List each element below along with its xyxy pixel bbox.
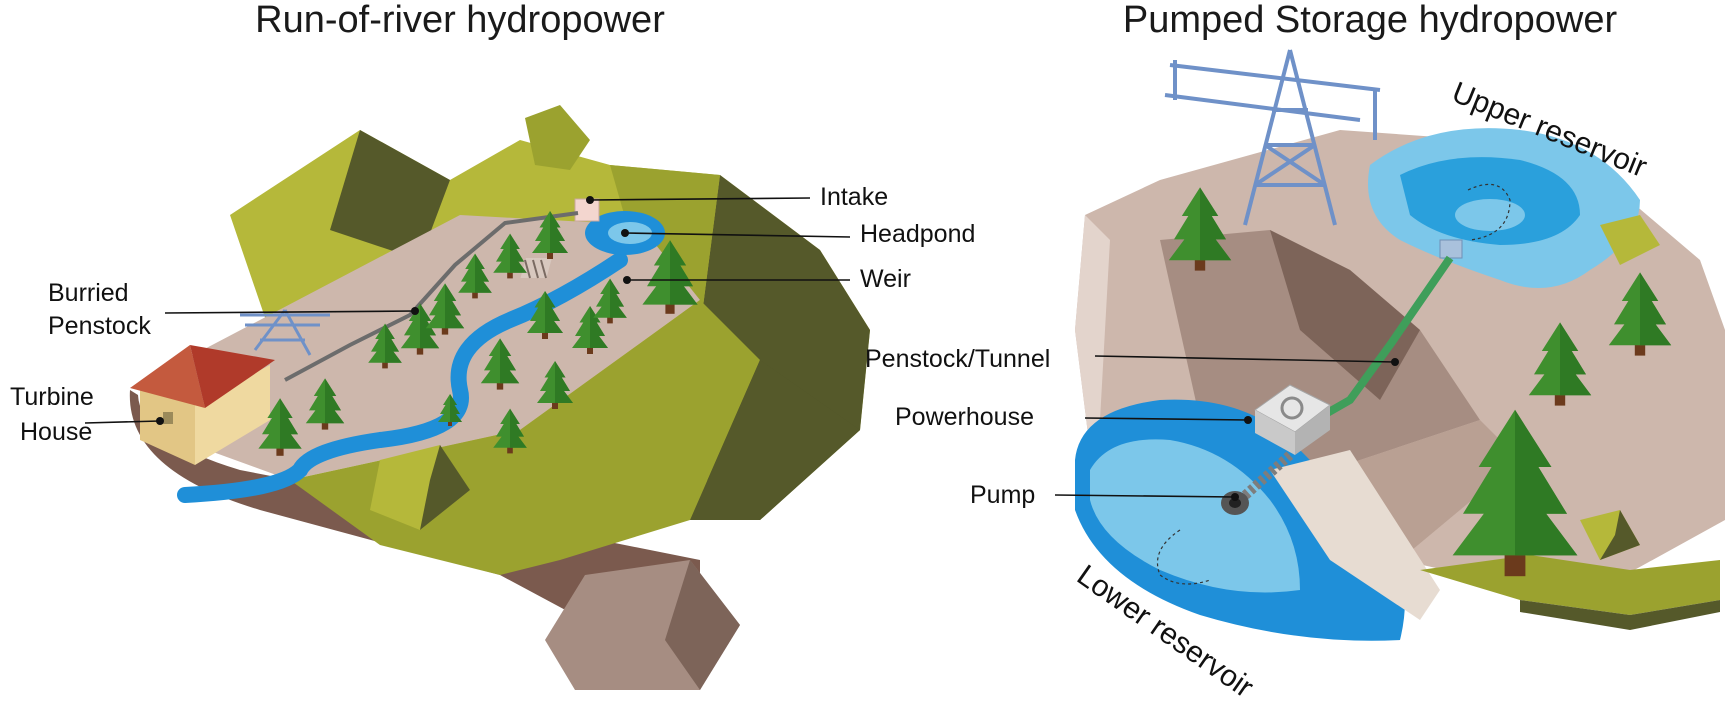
upper-intake-box [1439, 239, 1463, 259]
lower-reservoir-shallow [1090, 439, 1300, 593]
left-front-ridge-dark [690, 360, 860, 520]
label-headpond: Headpond [860, 220, 975, 248]
label-powerhouse: Powerhouse [895, 403, 1034, 431]
label-pump: Pump [970, 481, 1035, 509]
right-panel-title: Pumped Storage hydropower [1123, 0, 1618, 41]
pumped-storage-illustration [1075, 49, 1725, 641]
right-grass-ledge-side [1520, 600, 1720, 630]
powerhouse-building [1254, 384, 1331, 455]
right-green-cube [1600, 215, 1660, 265]
upper-flow-arrow [1467, 183, 1511, 241]
buried-penstock-pipe [284, 211, 579, 382]
weir-structure [520, 258, 552, 279]
right-mountain-left-face [1075, 215, 1110, 450]
label-intake: Intake [820, 183, 888, 211]
label-turbine-house-line2: House [20, 418, 92, 446]
lower-flow-arrow [1156, 529, 1211, 585]
turbine-house-building [130, 345, 275, 465]
right-grass-ledge [1420, 555, 1720, 615]
left-pylon [240, 309, 330, 356]
label-burried-penstock-line2: Penstock [48, 312, 151, 340]
label-burried-penstock-line1: Burried [48, 279, 129, 307]
left-boulder-dark [420, 445, 470, 530]
right-pylon [1164, 49, 1381, 226]
left-mountain-mid [610, 165, 720, 330]
label-penstock-tunnel: Penstock/Tunnel [865, 345, 1050, 373]
left-front-rock-dark [665, 560, 740, 690]
left-leaders [84, 196, 851, 425]
label-weir: Weir [860, 265, 911, 293]
left-mountain-shade [330, 130, 450, 260]
right-leaders [1054, 355, 1399, 501]
upper-reservoir-eddy [1455, 199, 1525, 231]
left-rock-top [525, 105, 590, 170]
left-panel-title: Run-of-river hydropower [255, 0, 665, 41]
right-green-block-dark [1600, 510, 1640, 560]
run-of-river-illustration [129, 105, 870, 690]
label-turbine-house-line1: Turbine [10, 383, 94, 411]
dam-wall [1270, 450, 1440, 620]
